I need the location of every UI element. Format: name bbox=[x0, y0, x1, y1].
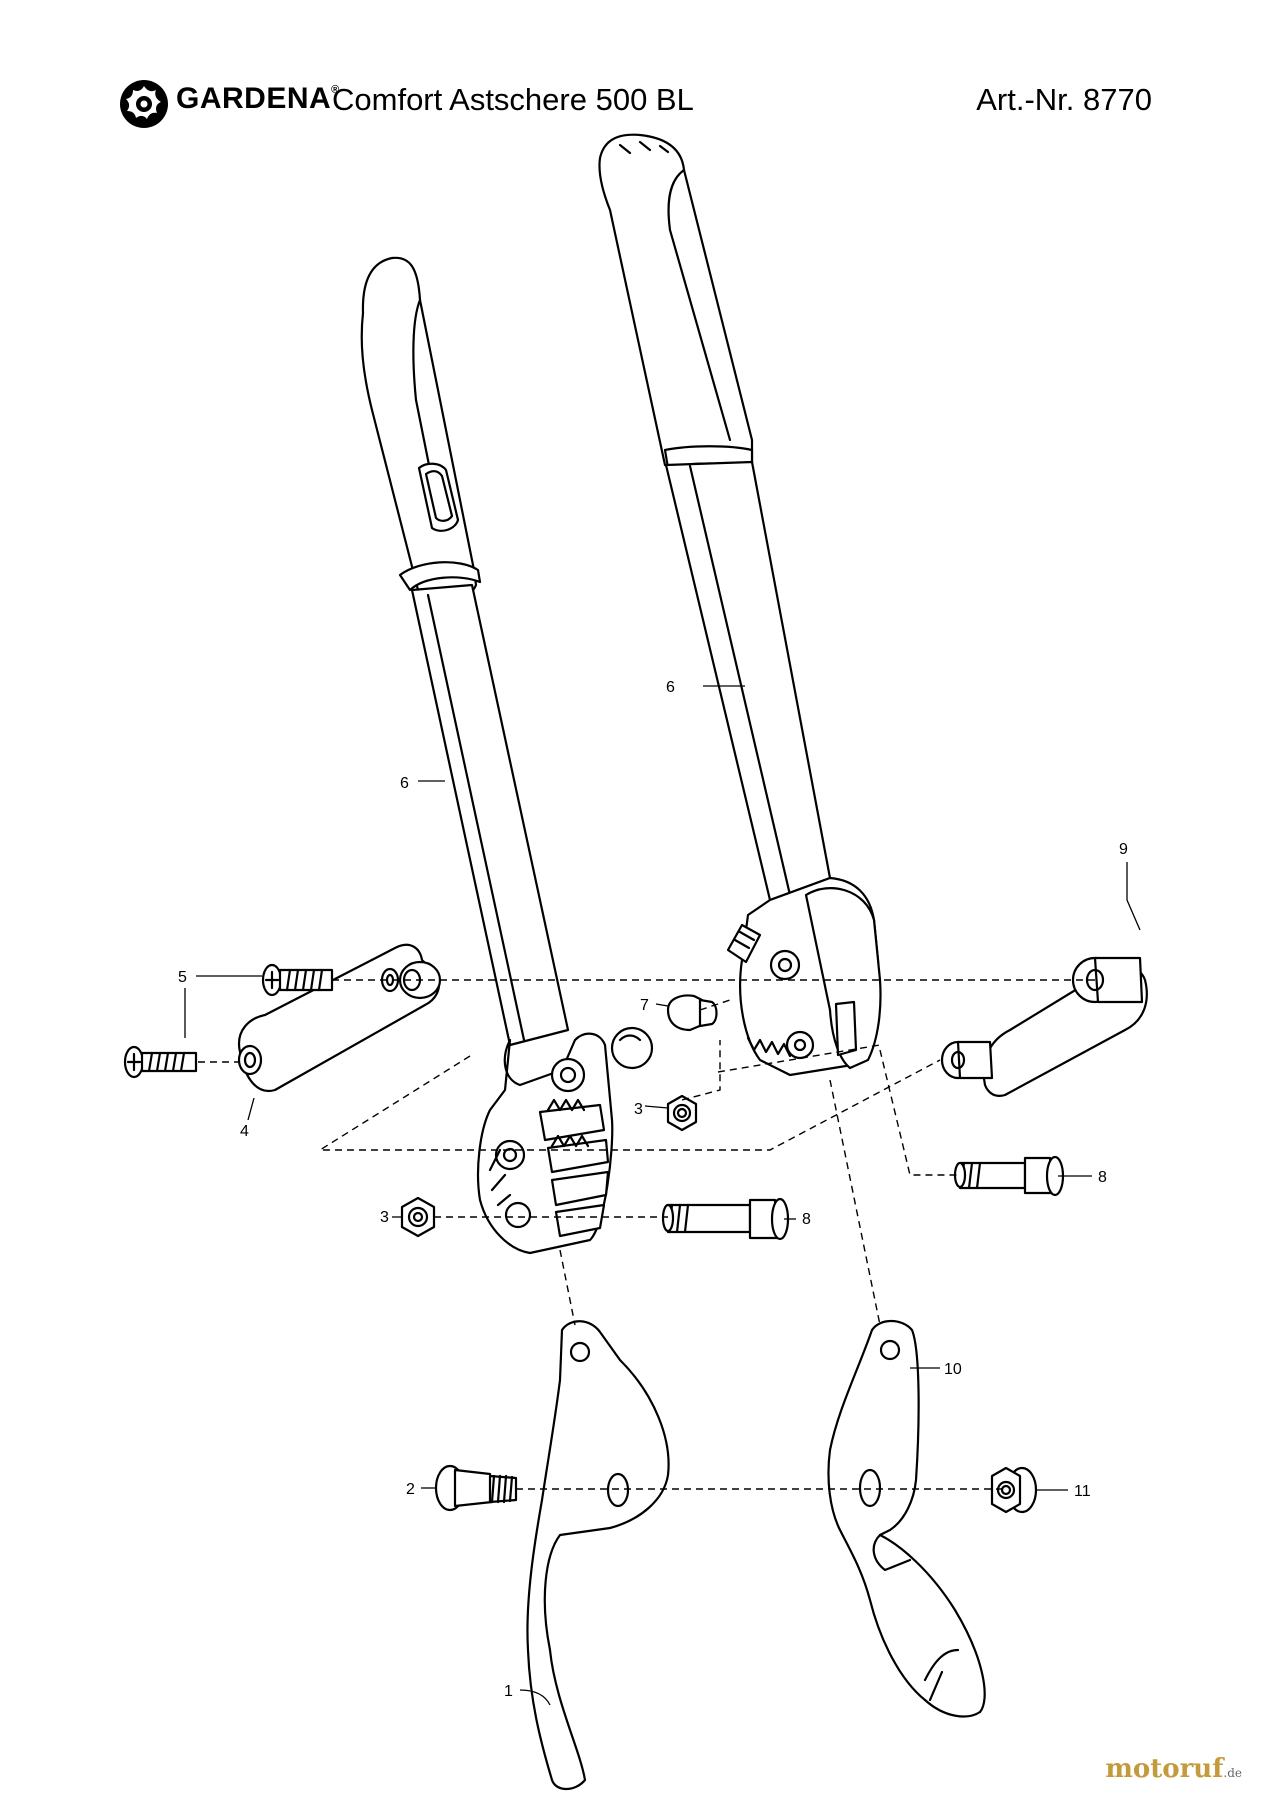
callout-6-right: 6 bbox=[666, 679, 675, 696]
callout-6-left: 6 bbox=[400, 775, 409, 792]
callout-10: 10 bbox=[944, 1361, 962, 1378]
callout-labels: 6 6 9 5 7 4 3 3 8 8 10 2 11 1 bbox=[178, 679, 1128, 1700]
header: GARDENA® Comfort Astschere 500 BL Art.-N… bbox=[0, 0, 1272, 140]
assembly-lines bbox=[198, 979, 1095, 1490]
part-9-plate bbox=[940, 956, 1148, 1097]
part-10-anvil bbox=[827, 1319, 986, 1718]
callout-8-upper: 8 bbox=[1098, 1169, 1107, 1186]
part-5-screw-upper bbox=[261, 963, 334, 997]
brand-name: GARDENA® bbox=[176, 82, 340, 115]
leader-lines bbox=[184, 685, 1141, 1706]
left-handle bbox=[360, 256, 614, 1255]
callout-8-lower: 8 bbox=[802, 1211, 811, 1228]
part-7-pins bbox=[610, 994, 718, 1070]
part-3-nut-right bbox=[666, 1094, 698, 1132]
callout-9: 9 bbox=[1119, 841, 1128, 858]
part-8-bolt-upper bbox=[953, 1155, 1065, 1197]
product-title: Comfort Astschere 500 BL bbox=[332, 82, 694, 117]
callout-11: 11 bbox=[1074, 1483, 1091, 1500]
part-4-plate bbox=[237, 943, 442, 1093]
part-11-nut bbox=[990, 1466, 1038, 1514]
part-8-bolt-lower bbox=[661, 1197, 790, 1241]
callout-3-right: 3 bbox=[634, 1101, 643, 1118]
right-handle bbox=[598, 133, 882, 1077]
part-1-blade bbox=[526, 1320, 670, 1791]
watermark: motoruf.de bbox=[1105, 1754, 1242, 1784]
part-2-bolt bbox=[434, 1464, 518, 1512]
callout-7: 7 bbox=[640, 997, 649, 1014]
callout-3-left: 3 bbox=[380, 1209, 389, 1226]
article-number: Art.-Nr. 8770 bbox=[976, 82, 1152, 117]
callout-2: 2 bbox=[406, 1481, 415, 1498]
part-5-screw-lower bbox=[123, 1045, 198, 1079]
gardena-logo-icon bbox=[120, 80, 168, 128]
callout-1: 1 bbox=[504, 1683, 513, 1700]
callout-4: 4 bbox=[240, 1123, 249, 1140]
part-3-nut-left bbox=[400, 1196, 436, 1238]
callout-5: 5 bbox=[178, 969, 187, 986]
